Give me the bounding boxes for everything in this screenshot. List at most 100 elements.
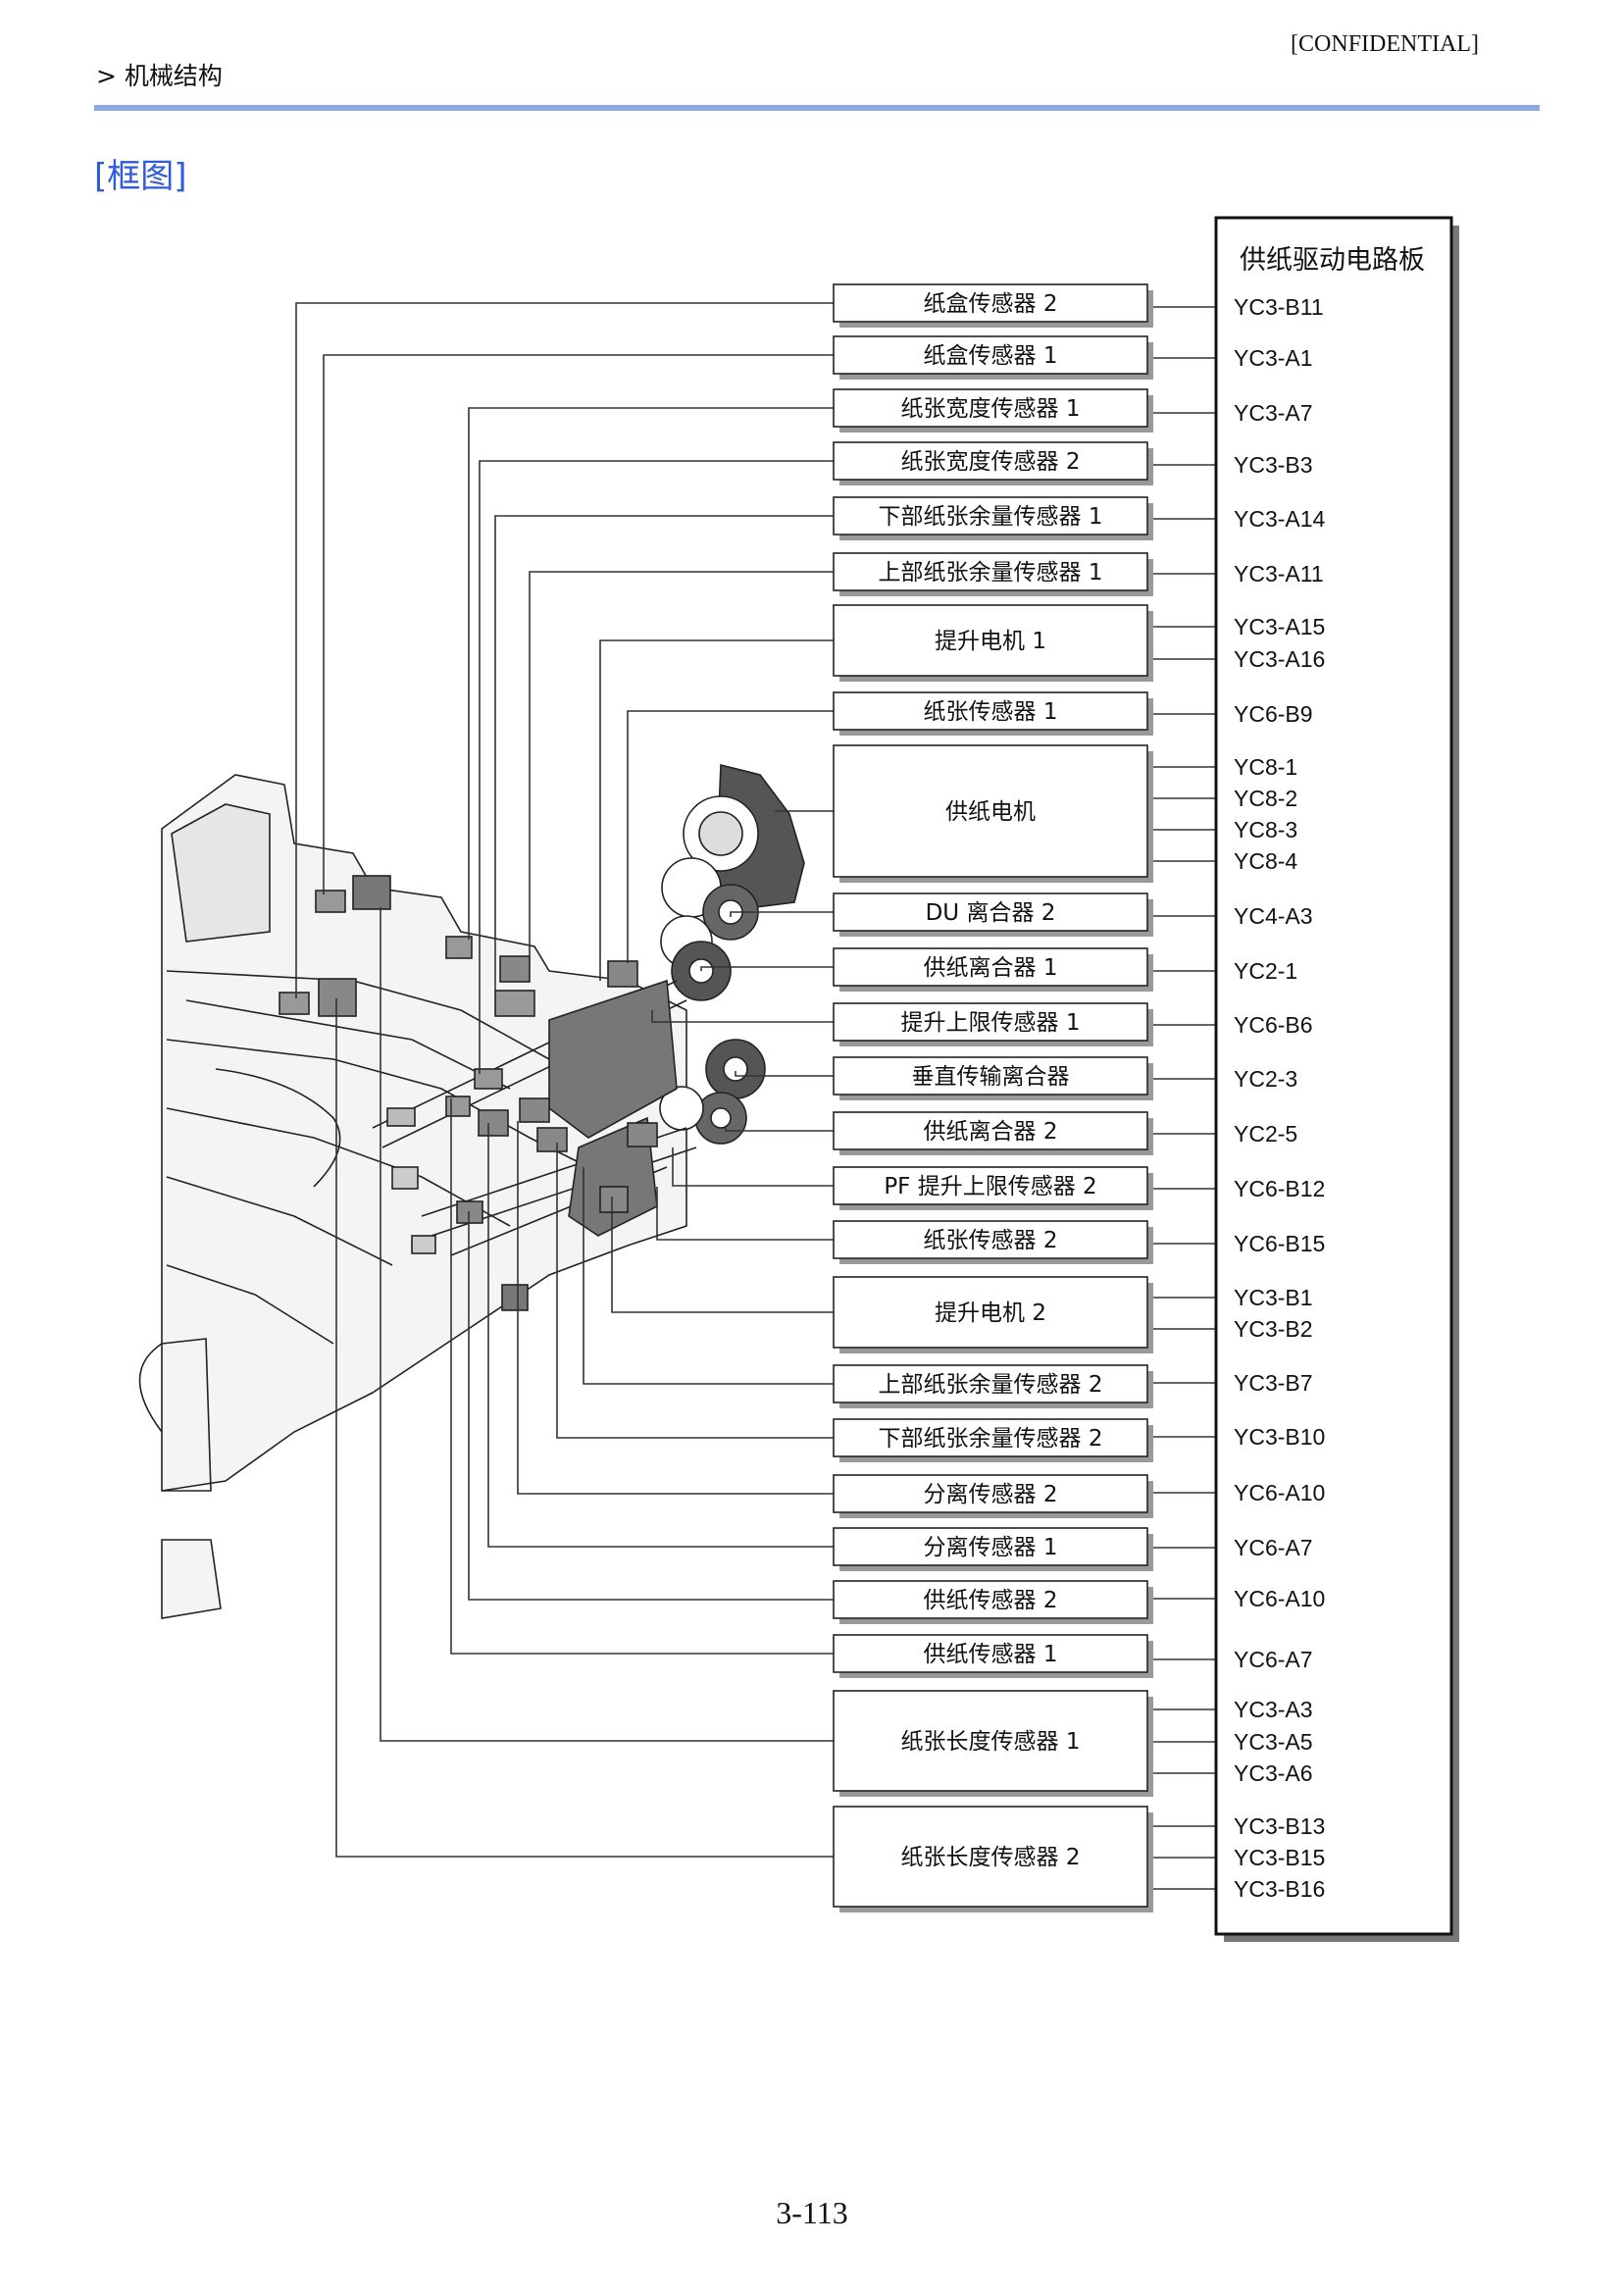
component-box bbox=[833, 744, 1148, 878]
component-label: 纸张长度传感器 1 bbox=[901, 1729, 1081, 1755]
pin-label: YC3-A6 bbox=[1234, 1760, 1313, 1786]
leader-line bbox=[656, 1187, 834, 1241]
component-box bbox=[833, 1580, 1148, 1619]
leader-line bbox=[380, 907, 834, 1742]
component-label: 分离传感器 2 bbox=[924, 1482, 1058, 1507]
component-label: 垂直传输离合器 bbox=[912, 1064, 1070, 1090]
leader-line bbox=[611, 1197, 834, 1313]
component-label: 纸张传感器 1 bbox=[924, 699, 1058, 725]
pin-label: YC3-B15 bbox=[1234, 1845, 1325, 1870]
pin-label: YC4-A3 bbox=[1234, 903, 1313, 929]
pin-label: YC6-B9 bbox=[1234, 701, 1313, 727]
component-box bbox=[833, 1056, 1148, 1096]
leader-line bbox=[651, 1010, 834, 1023]
leader-line bbox=[323, 354, 834, 894]
pin-label: YC3-A16 bbox=[1234, 646, 1325, 672]
component-label: 供纸离合器 1 bbox=[924, 955, 1058, 981]
pin-label: YC6-A10 bbox=[1234, 1586, 1325, 1611]
pin-label: YC6-B6 bbox=[1234, 1012, 1313, 1038]
leader-line bbox=[529, 571, 834, 959]
pin-label: YC3-A5 bbox=[1234, 1729, 1313, 1755]
section-title: [框图] bbox=[94, 157, 187, 196]
pin-label: YC3-B16 bbox=[1234, 1876, 1325, 1902]
component-box bbox=[833, 691, 1148, 731]
leader-line bbox=[468, 407, 834, 940]
pin-label: YC3-A15 bbox=[1234, 614, 1325, 639]
pin-label: YC3-B11 bbox=[1234, 294, 1324, 320]
component-label: 供纸传感器 1 bbox=[924, 1642, 1058, 1667]
pin-label: YC2-5 bbox=[1234, 1121, 1297, 1147]
pin-label: YC3-A1 bbox=[1234, 345, 1313, 371]
component-box bbox=[833, 1690, 1148, 1792]
component-label: 纸盒传感器 2 bbox=[924, 291, 1058, 317]
leader-line bbox=[627, 710, 834, 963]
header-divider bbox=[94, 105, 1540, 111]
feed-drive-board: 供纸驱动电路板 bbox=[1214, 216, 1459, 1942]
component-box bbox=[833, 947, 1148, 987]
component-box bbox=[833, 552, 1148, 591]
leader-line bbox=[295, 302, 834, 998]
component-box bbox=[833, 1364, 1148, 1403]
leader-line bbox=[700, 966, 834, 971]
component-label: 纸张宽度传感器 2 bbox=[901, 449, 1081, 475]
pin-label: YC3-B3 bbox=[1234, 452, 1313, 478]
leader-lines bbox=[295, 302, 834, 1858]
component-label: 纸盒传感器 1 bbox=[924, 343, 1058, 369]
leader-line bbox=[468, 1211, 834, 1601]
pin-label: YC3-A14 bbox=[1234, 506, 1326, 532]
component-label: 供纸电机 bbox=[945, 799, 1036, 825]
pin-label: YC3-A11 bbox=[1234, 561, 1324, 586]
component-box bbox=[833, 1220, 1148, 1259]
component-box bbox=[833, 604, 1148, 677]
pin-label: YC8-4 bbox=[1234, 848, 1297, 874]
component-box bbox=[833, 283, 1148, 323]
component-box bbox=[833, 1474, 1148, 1513]
component-label: 下部纸张余量传感器 1 bbox=[879, 504, 1103, 530]
component-label: 上部纸张余量传感器 1 bbox=[879, 560, 1103, 586]
leader-line bbox=[335, 998, 834, 1858]
pin-label: YC3-B7 bbox=[1234, 1370, 1313, 1396]
page-number: 3-113 bbox=[776, 2195, 848, 2230]
pin-label: YC6-A7 bbox=[1234, 1535, 1313, 1560]
component-label: 纸张宽度传感器 1 bbox=[901, 396, 1081, 422]
leader-line bbox=[494, 515, 834, 991]
component-box bbox=[833, 496, 1148, 535]
component-box bbox=[833, 1418, 1148, 1457]
component-box bbox=[833, 1527, 1148, 1566]
board-title: 供纸驱动电路板 bbox=[1240, 245, 1425, 276]
confidential-mark: [CONFIDENTIAL] bbox=[1291, 31, 1479, 57]
leader-line bbox=[487, 1123, 834, 1548]
pin-label: YC2-3 bbox=[1234, 1066, 1297, 1092]
component-label: 纸张长度传感器 2 bbox=[901, 1845, 1081, 1870]
leader-line bbox=[556, 1143, 834, 1439]
pin-label: YC6-A10 bbox=[1234, 1480, 1325, 1505]
mechanism-illustration bbox=[138, 763, 805, 1619]
pin-label: YC3-B2 bbox=[1234, 1316, 1313, 1342]
component-label: 提升电机 2 bbox=[935, 1300, 1046, 1326]
component-box bbox=[833, 388, 1148, 428]
component-box bbox=[833, 892, 1148, 932]
leader-line bbox=[517, 1121, 834, 1495]
leader-line bbox=[583, 1167, 834, 1385]
component-box bbox=[833, 335, 1148, 375]
board-pin-labels: YC3-B11YC3-A1YC3-A7YC3-B3YC3-A14YC3-A11Y… bbox=[1234, 294, 1326, 1902]
component-box bbox=[833, 1166, 1148, 1205]
component-label: 上部纸张余量传感器 2 bbox=[879, 1372, 1103, 1398]
component-label: PF 提升上限传感器 2 bbox=[884, 1174, 1096, 1199]
pin-label: YC3-B10 bbox=[1234, 1424, 1325, 1450]
pin-label: YC8-3 bbox=[1234, 817, 1297, 842]
component-label: DU 离合器 2 bbox=[926, 900, 1056, 926]
component-label: 下部纸张余量传感器 2 bbox=[879, 1426, 1103, 1452]
component-box bbox=[833, 1634, 1148, 1673]
pin-lines bbox=[1147, 306, 1216, 1890]
leader-line bbox=[450, 1098, 834, 1655]
leader-line bbox=[672, 1147, 834, 1187]
pin-label: YC6-A7 bbox=[1234, 1647, 1313, 1672]
leader-line bbox=[599, 639, 834, 981]
leader-line bbox=[730, 911, 834, 917]
component-labels: 纸盒传感器 2 纸盒传感器 1 纸张宽度传感器 1 纸张宽度传感器 2 下部纸张余量传感… bbox=[833, 283, 1153, 1912]
pin-label: YC3-A7 bbox=[1234, 400, 1313, 426]
pin-label: YC6-B12 bbox=[1234, 1176, 1325, 1201]
pin-label: YC6-B15 bbox=[1234, 1231, 1325, 1256]
